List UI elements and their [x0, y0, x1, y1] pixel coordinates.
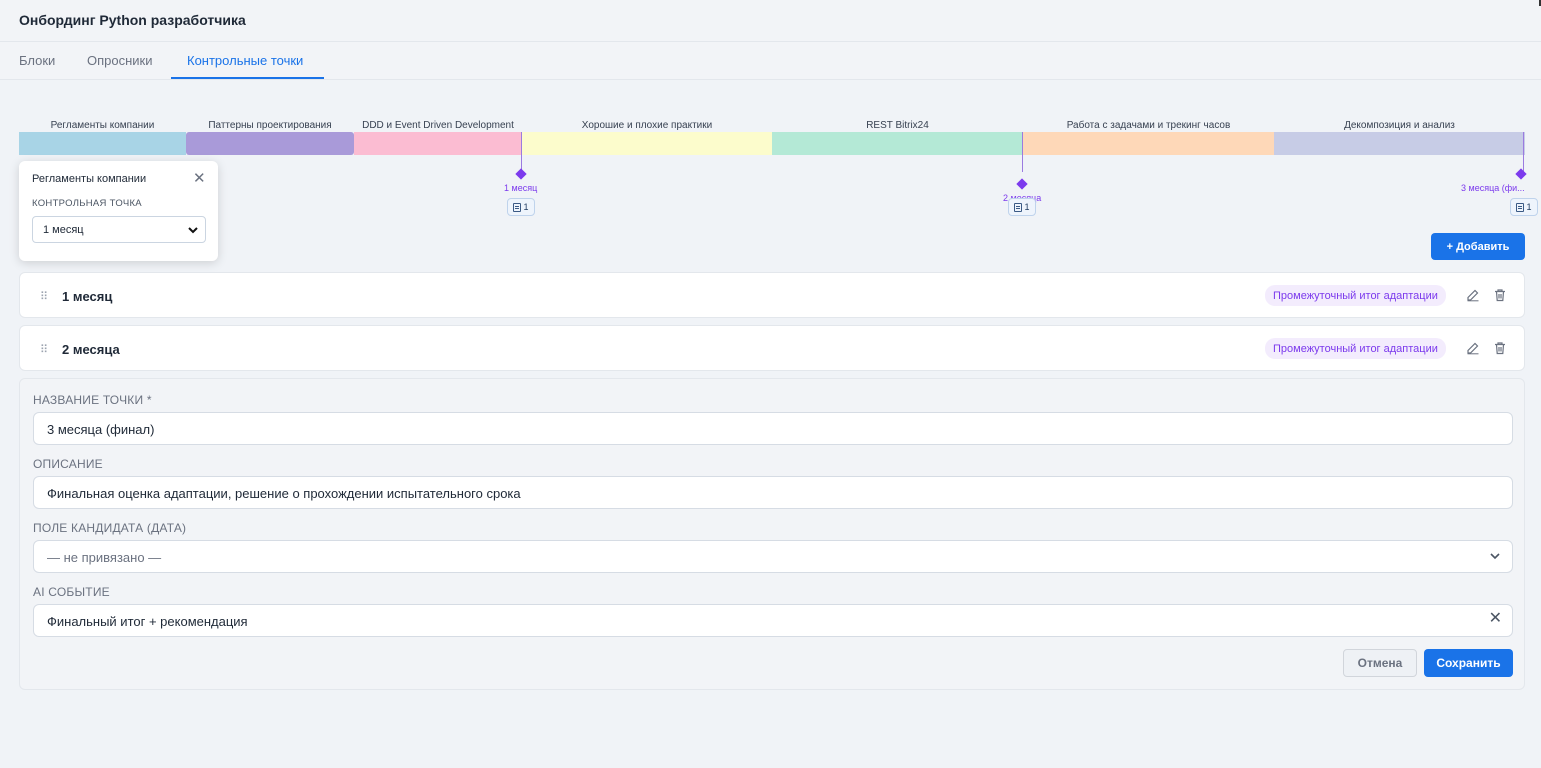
- segment-label: Паттерны проектирования: [208, 120, 332, 131]
- tab-blocks[interactable]: Блоки: [19, 53, 56, 68]
- segment-bar-0[interactable]: [19, 132, 186, 155]
- checkpoint-label: 1 месяц: [504, 183, 538, 193]
- segment-bar-5[interactable]: [1023, 132, 1274, 155]
- description-field-label: ОПИСАНИЕ: [33, 457, 103, 471]
- checkpoint-badge[interactable]: 1: [507, 198, 535, 216]
- edit-icon[interactable]: [1466, 341, 1480, 355]
- ai-event-field-label: AI СОБЫТИЕ: [33, 585, 110, 599]
- tab-bar: Блоки Опросники Контрольные точки: [0, 42, 1541, 80]
- checkpoint-select-value: 1 месяц: [43, 224, 84, 236]
- document-icon: [1516, 202, 1525, 212]
- popover-caption: КОНТРОЛЬНАЯ ТОЧКА: [32, 198, 142, 209]
- active-tab-indicator: [171, 77, 324, 79]
- segment-bar-4[interactable]: [772, 132, 1023, 155]
- popover-title: Регламенты компании: [32, 173, 147, 185]
- checkpoint-label: 3 месяца (фи...: [1461, 183, 1525, 193]
- ai-event-value: Финальный итог + рекомендация: [47, 614, 248, 629]
- checkpoint-badge[interactable]: 1: [1008, 198, 1036, 216]
- chevron-down-icon: [188, 227, 198, 234]
- checkpoint-marker[interactable]: [1016, 178, 1028, 190]
- checkpoint-name: 2 месяца: [62, 342, 120, 357]
- cancel-button[interactable]: Отмена: [1343, 649, 1417, 677]
- ai-event-select[interactable]: Финальный итог + рекомендация ✕: [33, 604, 1513, 637]
- segment-popover: Регламенты компании ✕ КОНТРОЛЬНАЯ ТОЧКА …: [19, 161, 218, 261]
- checkpoint-edit-form: НАЗВАНИЕ ТОЧКИ * 3 месяца (финал) ОПИСАН…: [19, 378, 1525, 690]
- checkpoint-select[interactable]: 1 месяц: [32, 216, 206, 243]
- checkpoint-tag: Промежуточный итог адаптации: [1265, 285, 1446, 306]
- candidate-field-label: ПОЛЕ КАНДИДАТА (ДАТА): [33, 521, 187, 535]
- trash-icon[interactable]: [1493, 288, 1507, 302]
- add-checkpoint-button[interactable]: + Добавить: [1431, 233, 1525, 260]
- name-input[interactable]: 3 месяца (финал): [33, 412, 1513, 445]
- segment-bar-6[interactable]: [1274, 132, 1525, 155]
- edit-icon[interactable]: [1466, 288, 1480, 302]
- segment-label: Регламенты компании: [50, 120, 155, 131]
- description-input[interactable]: Финальная оценка адаптации, решение о пр…: [33, 476, 1513, 509]
- checkpoint-marker[interactable]: [515, 168, 527, 180]
- page-title: Онбординг Python разработчика: [19, 12, 246, 28]
- trash-icon[interactable]: [1493, 341, 1507, 355]
- drag-handle-icon[interactable]: ⠿: [40, 291, 48, 303]
- header-bar: Онбординг Python разработчика: [0, 0, 1541, 42]
- checkpoint-name: 1 месяц: [62, 289, 113, 304]
- segment-label: DDD и Event Driven Development: [362, 120, 514, 131]
- name-field-label: НАЗВАНИЕ ТОЧКИ *: [33, 393, 152, 407]
- segment-bar-1[interactable]: [186, 132, 354, 155]
- candidate-field-select[interactable]: — не привязано —: [33, 540, 1513, 573]
- tab-checkpoints[interactable]: Контрольные точки: [187, 53, 304, 68]
- clear-icon[interactable]: ✕: [1488, 610, 1502, 627]
- drag-handle-icon[interactable]: ⠿: [40, 344, 48, 356]
- document-icon: [1014, 202, 1023, 212]
- segment-label: Хорошие и плохие практики: [581, 120, 713, 131]
- candidate-field-value: — не привязано —: [47, 550, 162, 565]
- checkpoint-row: ⠿ 2 месяца Промежуточный итог адаптации: [19, 325, 1525, 371]
- document-icon: [513, 202, 522, 212]
- chevron-down-icon: [1490, 553, 1500, 560]
- segment-label: Декомпозиция и анализ: [1344, 120, 1455, 131]
- close-icon[interactable]: ✕: [193, 170, 206, 187]
- segment-bar-2[interactable]: [354, 132, 522, 155]
- segment-label: REST Bitrix24: [866, 120, 929, 131]
- checkpoint-line: [1022, 132, 1023, 172]
- tab-surveys[interactable]: Опросники: [87, 53, 153, 68]
- checkpoint-line: [1523, 132, 1524, 172]
- checkpoint-row: ⠿ 1 месяц Промежуточный итог адаптации: [19, 272, 1525, 318]
- window-corner-marker: [1539, 0, 1541, 6]
- segment-bar-3[interactable]: [522, 132, 772, 155]
- checkpoint-tag: Промежуточный итог адаптации: [1265, 338, 1446, 359]
- checkpoint-marker[interactable]: [1515, 168, 1527, 180]
- checkpoint-line: [521, 132, 522, 172]
- checkpoint-badge[interactable]: 1: [1510, 198, 1538, 216]
- segment-label: Работа с задачами и трекинг часов: [1066, 120, 1231, 131]
- save-button[interactable]: Сохранить: [1424, 649, 1513, 677]
